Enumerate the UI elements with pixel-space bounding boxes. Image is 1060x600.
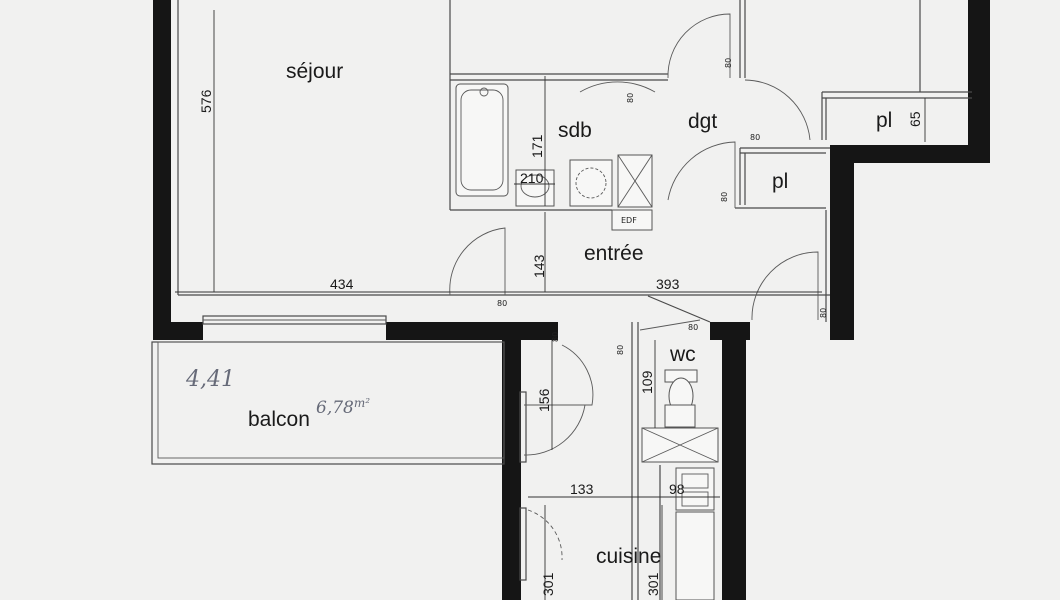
washbasin xyxy=(515,169,555,207)
door-mark-9: 80 xyxy=(551,332,560,342)
fixtures: EDF xyxy=(455,83,719,600)
door-swing-wc xyxy=(639,319,701,331)
room-label-sejour: séjour xyxy=(286,60,343,83)
door-swing-dgt-top xyxy=(667,13,731,79)
wall-right-lower xyxy=(830,148,854,340)
room-label-entree: entrée xyxy=(584,242,644,265)
door-swing-entree xyxy=(751,251,819,321)
room-label-pl-right: pl xyxy=(876,109,892,132)
dim-pl-height: 65 xyxy=(907,111,923,127)
room-label-cuisine: cuisine xyxy=(596,545,661,568)
window-kitchen-lower xyxy=(519,507,527,581)
dim-cuisine-width-b: 98 xyxy=(669,481,685,497)
door-swing-pl xyxy=(667,141,736,208)
dim-sejour-width: 434 xyxy=(330,276,354,292)
windows xyxy=(202,315,527,581)
room-labels: séjour sdb dgt pl pl entrée wc balcon cu… xyxy=(248,60,892,568)
window-swing-kitchen xyxy=(527,509,563,561)
door-mark-5: 80 xyxy=(497,299,507,308)
handwritten-balcon-area-unit: m² xyxy=(354,396,370,410)
wall-right-upper xyxy=(968,0,990,163)
handwritten-balcon-area: 6,78m² xyxy=(316,396,370,418)
room-label-sdb: sdb xyxy=(558,119,592,142)
dimension-lines xyxy=(175,10,926,600)
door-swing-kitchen-lower xyxy=(523,404,586,456)
dim-entree-height: 143 xyxy=(531,254,547,278)
door-swing-sdb xyxy=(579,81,656,93)
door-mark-6: 80 xyxy=(819,308,828,318)
dim-sdb-width: 210 xyxy=(520,170,544,186)
room-label-dgt: dgt xyxy=(688,110,717,133)
dimension-labels: 576 171 210 143 434 393 65 109 156 133 9… xyxy=(198,89,923,596)
dim-entree-width: 393 xyxy=(656,276,680,292)
electric-panel-label: EDF xyxy=(621,216,637,225)
balcony-outline xyxy=(151,341,505,465)
wall-right-step xyxy=(830,145,990,163)
door-mark-3: 80 xyxy=(750,133,760,142)
door-mark-4: 80 xyxy=(720,192,729,202)
door-mark-1: 80 xyxy=(724,58,733,68)
wc-washbasin xyxy=(664,404,696,428)
doors xyxy=(449,13,819,561)
dim-cuisine-height-b: 301 xyxy=(645,572,661,596)
dim-sdb-height: 171 xyxy=(529,134,545,158)
electric-panel xyxy=(611,209,653,231)
exterior-walls xyxy=(153,0,990,600)
wall-kitchen-right xyxy=(722,322,746,600)
handwritten-balcon-area-value: 6,78 xyxy=(316,398,354,418)
door-mark-7: 80 xyxy=(688,323,698,332)
door-swing-sejour xyxy=(449,227,506,296)
room-label-wc: wc xyxy=(669,343,696,366)
counter xyxy=(675,511,715,600)
room-label-balcon: balcon xyxy=(248,408,310,431)
room-label-pl-mid: pl xyxy=(772,170,788,193)
wall-kitchen-left xyxy=(502,322,521,600)
dim-cuisine-depth: 156 xyxy=(536,388,552,412)
door-mark-2: 80 xyxy=(626,93,635,103)
wall-left xyxy=(153,0,171,340)
door-width-marks: 80 80 80 80 80 80 80 80 80 xyxy=(497,58,828,355)
partitions xyxy=(177,0,972,600)
door-swing-dgt-right xyxy=(744,79,811,141)
wall-sejour-bottom-left xyxy=(153,322,203,340)
dim-sejour-height: 576 xyxy=(198,89,214,113)
handwritten-balcon-depth: 4,41 xyxy=(185,367,235,392)
window-kitchen-upper xyxy=(519,391,527,463)
bathtub xyxy=(455,83,509,197)
dim-cuisine-width-a: 133 xyxy=(570,481,594,497)
dim-wc-height: 109 xyxy=(639,370,655,394)
door-swing-kitchen xyxy=(524,344,594,406)
door-mark-8: 80 xyxy=(616,345,625,355)
wall-sejour-bottom-right xyxy=(386,322,558,340)
handwritten-notes: 4,41 6,78m² xyxy=(185,367,370,418)
dim-cuisine-height-a: 301 xyxy=(540,572,556,596)
